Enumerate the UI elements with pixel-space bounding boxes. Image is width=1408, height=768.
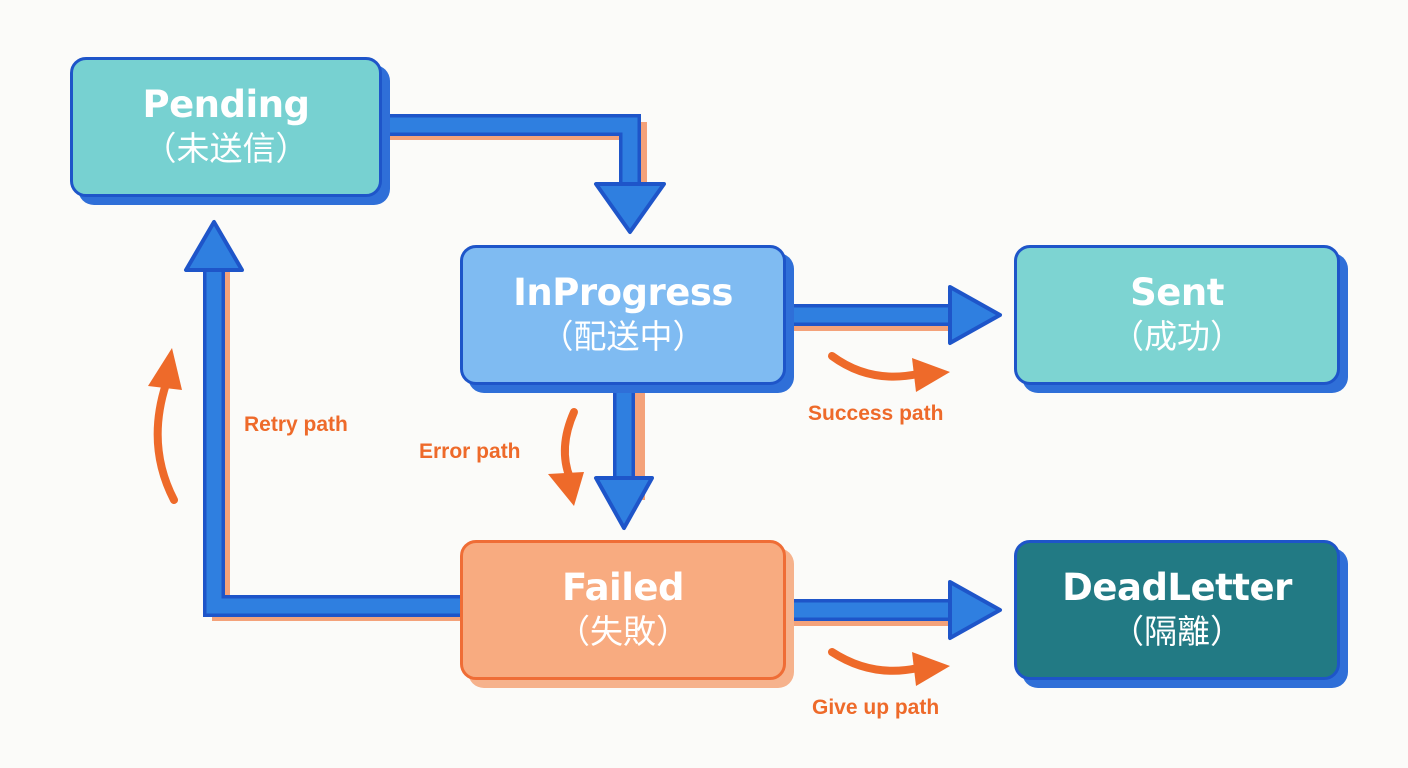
state-deadletter-title: DeadLetter [1062,566,1292,609]
arrow-inprogress-to-failed [594,385,654,530]
retry-curve-arrow [148,348,182,504]
state-failed-title: Failed [561,566,685,609]
giveup-curve-arrow [828,648,950,686]
arrow-failed-to-pending [184,220,460,617]
state-sent-title: Sent [1130,271,1224,314]
state-sent-subtitle: （成功） [1111,317,1243,356]
state-deadletter: DeadLetter （隔離） [1014,540,1340,680]
success-curve-arrow [828,352,950,392]
error-path-label: Error path [419,440,521,463]
state-inprogress-title: InProgress [513,271,733,314]
arrow-failed-to-deadletter [786,580,1002,640]
arrow-inprogress-to-sent [786,285,1002,345]
state-inprogress-subtitle: （配送中） [540,317,706,356]
arrow-pending-to-inprogress [382,114,666,234]
state-deadletter-subtitle: （隔離） [1111,612,1243,651]
state-inprogress: InProgress （配送中） [460,245,786,385]
state-failed: Failed （失敗） [460,540,786,680]
state-pending: Pending （未送信） [70,57,382,197]
retry-path-label: Retry path [244,413,348,436]
state-pending-title: Pending [142,83,310,126]
giveup-path-label: Give up path [812,696,940,719]
state-sent: Sent （成功） [1014,245,1340,385]
success-path-label: Success path [808,402,944,425]
state-failed-subtitle: （失敗） [557,612,689,651]
state-pending-subtitle: （未送信） [143,129,309,168]
error-curve-arrow [548,408,584,506]
